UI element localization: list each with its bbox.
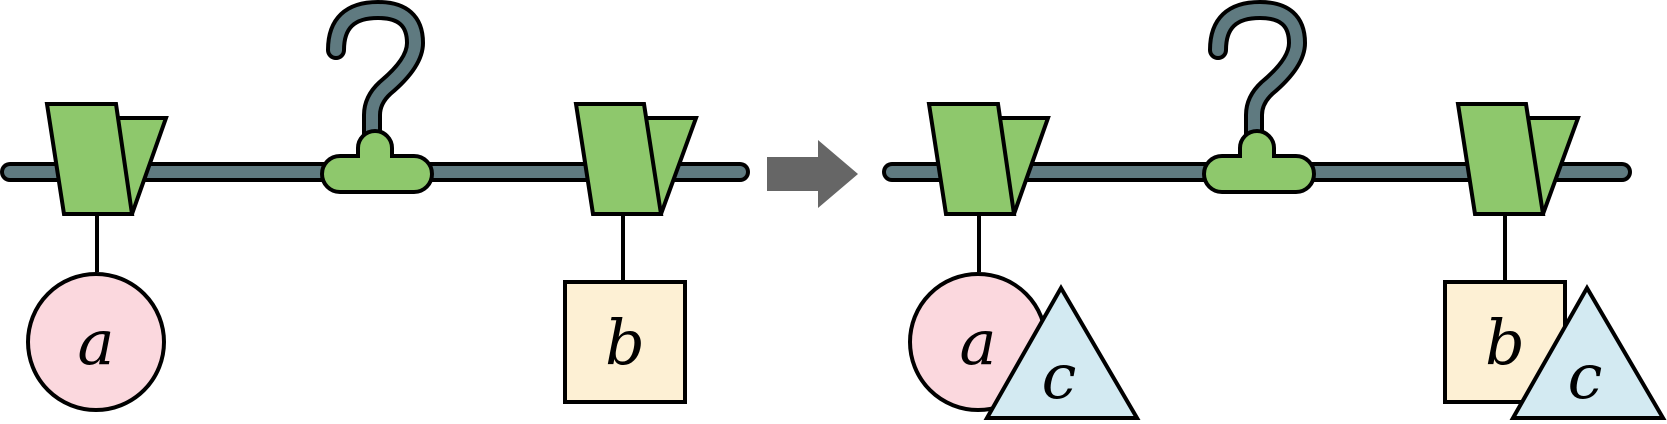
square-node-b: b <box>563 280 687 404</box>
square-label-b: b <box>605 306 645 379</box>
clothespin-clip-icon <box>44 102 169 272</box>
circle-node-a: a <box>26 272 166 412</box>
triangle-label-c: c <box>1568 340 1603 413</box>
clothespin-clip-icon <box>1455 102 1581 282</box>
after-panel: a c b c <box>882 0 1667 420</box>
clothespin-clip-icon <box>573 102 699 282</box>
circle-label-a: a <box>960 306 997 379</box>
hanger-hook-base <box>1202 129 1316 194</box>
hanger-hook-base <box>320 129 434 194</box>
right-arrow-icon <box>767 140 858 208</box>
triangle-node-c: c <box>983 283 1141 420</box>
triangle-label-c: c <box>1042 340 1077 413</box>
coat-hanger-hook-icon <box>1208 0 1307 150</box>
coat-hanger-hook-icon <box>326 0 425 150</box>
square-node-b: b <box>1443 280 1567 404</box>
circle-label-a: a <box>78 306 115 379</box>
square-label-b: b <box>1485 306 1525 379</box>
triangle-node-c: c <box>1509 283 1667 420</box>
before-panel: a b <box>0 0 750 412</box>
clothespin-clip-icon <box>926 102 1051 272</box>
